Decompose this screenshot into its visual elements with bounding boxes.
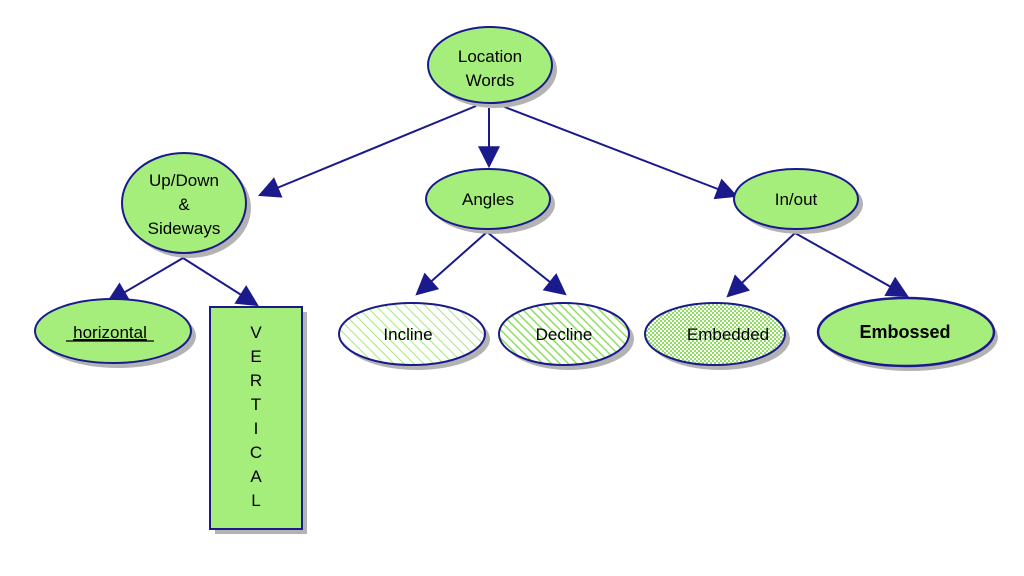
edge-root-updown bbox=[257, 105, 477, 198]
vertical-letter: V bbox=[250, 323, 262, 342]
node-location-words-line2: Words bbox=[466, 71, 515, 90]
node-location-words: Location Words bbox=[427, 26, 553, 104]
node-incline-label: Incline bbox=[383, 325, 432, 344]
vertical-letter: L bbox=[251, 491, 260, 510]
node-in-out: In/out bbox=[733, 168, 859, 230]
node-decline: Decline bbox=[498, 302, 630, 366]
node-angles-label: Angles bbox=[462, 190, 514, 209]
node-decline-label: Decline bbox=[536, 325, 593, 344]
vertical-letter: I bbox=[254, 419, 259, 438]
vertical-letter: C bbox=[250, 443, 262, 462]
node-up-down-line3: Sideways bbox=[148, 219, 221, 238]
edge-updown-horizontal bbox=[106, 257, 184, 304]
node-in-out-label: In/out bbox=[775, 190, 818, 209]
edge-angles-decline bbox=[486, 231, 567, 296]
node-up-down-line1: Up/Down bbox=[149, 171, 219, 190]
node-horizontal: horizontal bbox=[34, 298, 192, 364]
node-angles: Angles bbox=[425, 168, 551, 230]
vertical-letter: T bbox=[251, 395, 261, 414]
edge-angles-incline bbox=[415, 231, 488, 296]
node-embedded: Embedded bbox=[644, 302, 786, 366]
vertical-letter: A bbox=[250, 467, 262, 486]
edge-inout-embedded bbox=[726, 232, 796, 298]
node-up-down-sideways: Up/Down & Sideways bbox=[121, 152, 247, 254]
node-location-words-line1: Location bbox=[458, 47, 522, 66]
edge-root-inout bbox=[501, 105, 739, 200]
edge-inout-embossed bbox=[794, 232, 909, 298]
vertical-letter: R bbox=[250, 371, 262, 390]
connectors bbox=[106, 105, 909, 307]
edge-updown-vertical bbox=[182, 257, 259, 307]
node-up-down-line2: & bbox=[178, 195, 190, 214]
node-embedded-label: Embedded bbox=[687, 325, 769, 344]
node-incline: Incline bbox=[338, 302, 486, 366]
node-embossed-label: Embossed bbox=[859, 322, 950, 342]
vertical-letter: E bbox=[250, 347, 261, 366]
node-embossed: Embossed bbox=[816, 296, 996, 368]
node-horizontal-label: horizontal bbox=[73, 323, 147, 342]
node-shadows bbox=[40, 32, 998, 534]
